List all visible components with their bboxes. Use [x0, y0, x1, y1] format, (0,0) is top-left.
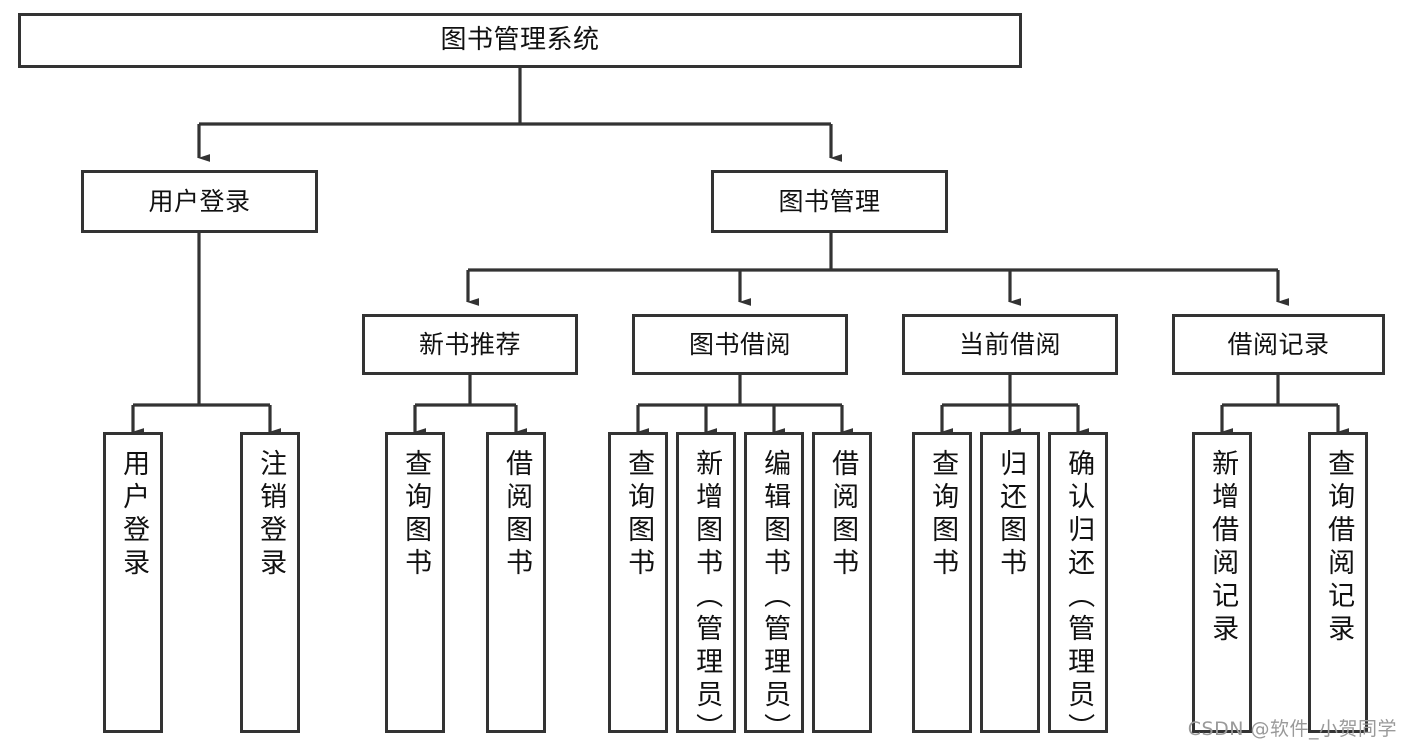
node-label: 查询借阅记录 [1323, 449, 1355, 647]
node-label: 编辑图书（管理员） [759, 449, 791, 733]
node-label: 借阅图书 [501, 449, 533, 581]
node-label: 归还图书 [995, 449, 1027, 581]
node-label: 借阅记录 [1227, 329, 1330, 359]
node-book-borrow[interactable]: 图书借阅 [632, 314, 848, 375]
leaf-user-login-login[interactable]: 用户登录 [103, 432, 163, 733]
node-label: 查询图书 [400, 449, 432, 581]
leaf-book-borrow-query[interactable]: 查询图书 [608, 432, 668, 733]
node-label: 注销登录 [255, 449, 287, 581]
leaf-book-borrow-edit[interactable]: 编辑图书（管理员） [744, 432, 804, 733]
node-new-book-recommend[interactable]: 新书推荐 [362, 314, 578, 375]
leaf-book-borrow-add[interactable]: 新增图书（管理员） [676, 432, 736, 733]
node-current-borrow[interactable]: 当前借阅 [902, 314, 1118, 375]
node-label: 用户登录 [118, 449, 150, 581]
leaf-current-borrow-confirm-return[interactable]: 确认归还（管理员） [1048, 432, 1108, 733]
leaf-new-book-borrow[interactable]: 借阅图书 [486, 432, 546, 733]
node-borrow-record[interactable]: 借阅记录 [1172, 314, 1385, 375]
node-label: 新增借阅记录 [1207, 449, 1239, 647]
node-label: 当前借阅 [958, 329, 1061, 359]
node-root-book-management-system[interactable]: 图书管理系统 [18, 13, 1022, 68]
node-label: 图书管理系统 [440, 25, 600, 56]
node-label: 新增图书（管理员） [691, 449, 723, 733]
node-label: 查询图书 [623, 449, 655, 581]
leaf-book-borrow-borrow[interactable]: 借阅图书 [812, 432, 872, 733]
leaf-current-borrow-query[interactable]: 查询图书 [912, 432, 972, 733]
node-user-login[interactable]: 用户登录 [81, 170, 318, 233]
leaf-current-borrow-return[interactable]: 归还图书 [980, 432, 1040, 733]
node-label: 确认归还（管理员） [1063, 449, 1095, 733]
node-label: 图书借阅 [688, 329, 791, 359]
node-label: 用户登录 [148, 186, 251, 216]
node-label: 新书推荐 [418, 329, 521, 359]
leaf-user-login-logout[interactable]: 注销登录 [240, 432, 300, 733]
watermark-text: CSDN @软件_小贺同学 [1187, 718, 1397, 740]
leaf-borrow-record-add[interactable]: 新增借阅记录 [1192, 432, 1252, 733]
node-label: 图书管理 [778, 186, 881, 216]
node-label: 查询图书 [927, 449, 959, 581]
node-book-management[interactable]: 图书管理 [711, 170, 948, 233]
leaf-borrow-record-query[interactable]: 查询借阅记录 [1308, 432, 1368, 733]
leaf-new-book-query[interactable]: 查询图书 [385, 432, 445, 733]
node-label: 借阅图书 [827, 449, 859, 581]
